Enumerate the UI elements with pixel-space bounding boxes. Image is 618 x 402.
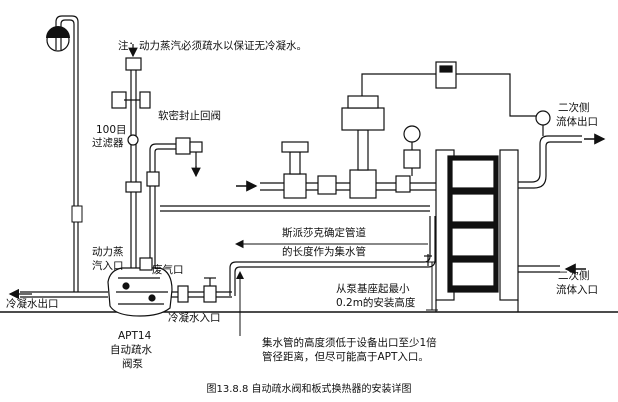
- collector-note-2: 管径距离，但尽可能高于APT入口。: [262, 351, 429, 363]
- controller-unit: [435, 61, 457, 89]
- strainer-mid: [317, 175, 337, 195]
- upper-steam-pipe: [160, 205, 430, 212]
- secondary-out-label-2: 流体出口: [556, 116, 598, 128]
- actuator-signal-line: [361, 73, 540, 117]
- globe-valve-1: [281, 141, 309, 199]
- collector-pipe: [229, 216, 436, 296]
- pump-label-2: 自动疏水: [110, 344, 152, 356]
- control-valve: [341, 95, 411, 199]
- exhaust-line: [146, 143, 176, 296]
- apt14-pump: [107, 257, 173, 317]
- exhaust-port-label: 废气口: [152, 264, 184, 276]
- secondary-inlet-pipe: [518, 265, 560, 273]
- filter-label-1: 100目: [96, 124, 127, 136]
- header-note-2: 的长度作为集水管: [282, 246, 366, 258]
- secondary-outlet-pipe: [518, 135, 582, 189]
- figure-caption: 图13.8.8 自动疏水阀和板式换热器的安装详图: [206, 384, 412, 395]
- condensate-outlet-label: 冷凝水出口: [6, 298, 59, 310]
- pump-label-3: 阀泵: [122, 358, 143, 370]
- install-height-label-2: 0.2m的安装高度: [336, 297, 416, 309]
- thermostat-sensor: [535, 110, 551, 136]
- vent-tick: [424, 254, 432, 266]
- strainer-left: [71, 205, 83, 223]
- filter-riser: [111, 57, 151, 298]
- condensate-inlet-label: 冷凝水入口: [168, 312, 221, 324]
- filter-label-2: 过滤器: [92, 137, 124, 149]
- pump-label-1: APT14: [118, 330, 152, 342]
- motive-steam-label-2: 汽入口: [92, 260, 124, 272]
- install-height-label-1: 从泵基座起最小: [336, 283, 410, 295]
- pressure-gauge-top-left: [46, 26, 70, 52]
- soft-seal-check-valve: [175, 137, 203, 168]
- check-valve-label: 软密封止回阀: [158, 110, 221, 122]
- secondary-in-label-2: 流体入口: [556, 284, 598, 296]
- secondary-in-label-1: 二次侧: [558, 270, 590, 282]
- pressure-gauge-mid: [403, 125, 421, 176]
- motive-steam-label-1: 动力蒸: [92, 246, 124, 258]
- collector-note-1: 集水管的高度须低于设备出口至少1倍: [262, 337, 437, 349]
- plate-heat-exchanger: [435, 149, 519, 312]
- secondary-out-label-1: 二次侧: [558, 102, 590, 114]
- steam-riser: [55, 15, 79, 292]
- inlet-valves: [177, 277, 217, 303]
- header-note-1: 斯派莎克确定管道: [282, 227, 366, 239]
- note-label: 注：动力蒸汽必须疏水以保证无冷凝水。: [118, 40, 307, 52]
